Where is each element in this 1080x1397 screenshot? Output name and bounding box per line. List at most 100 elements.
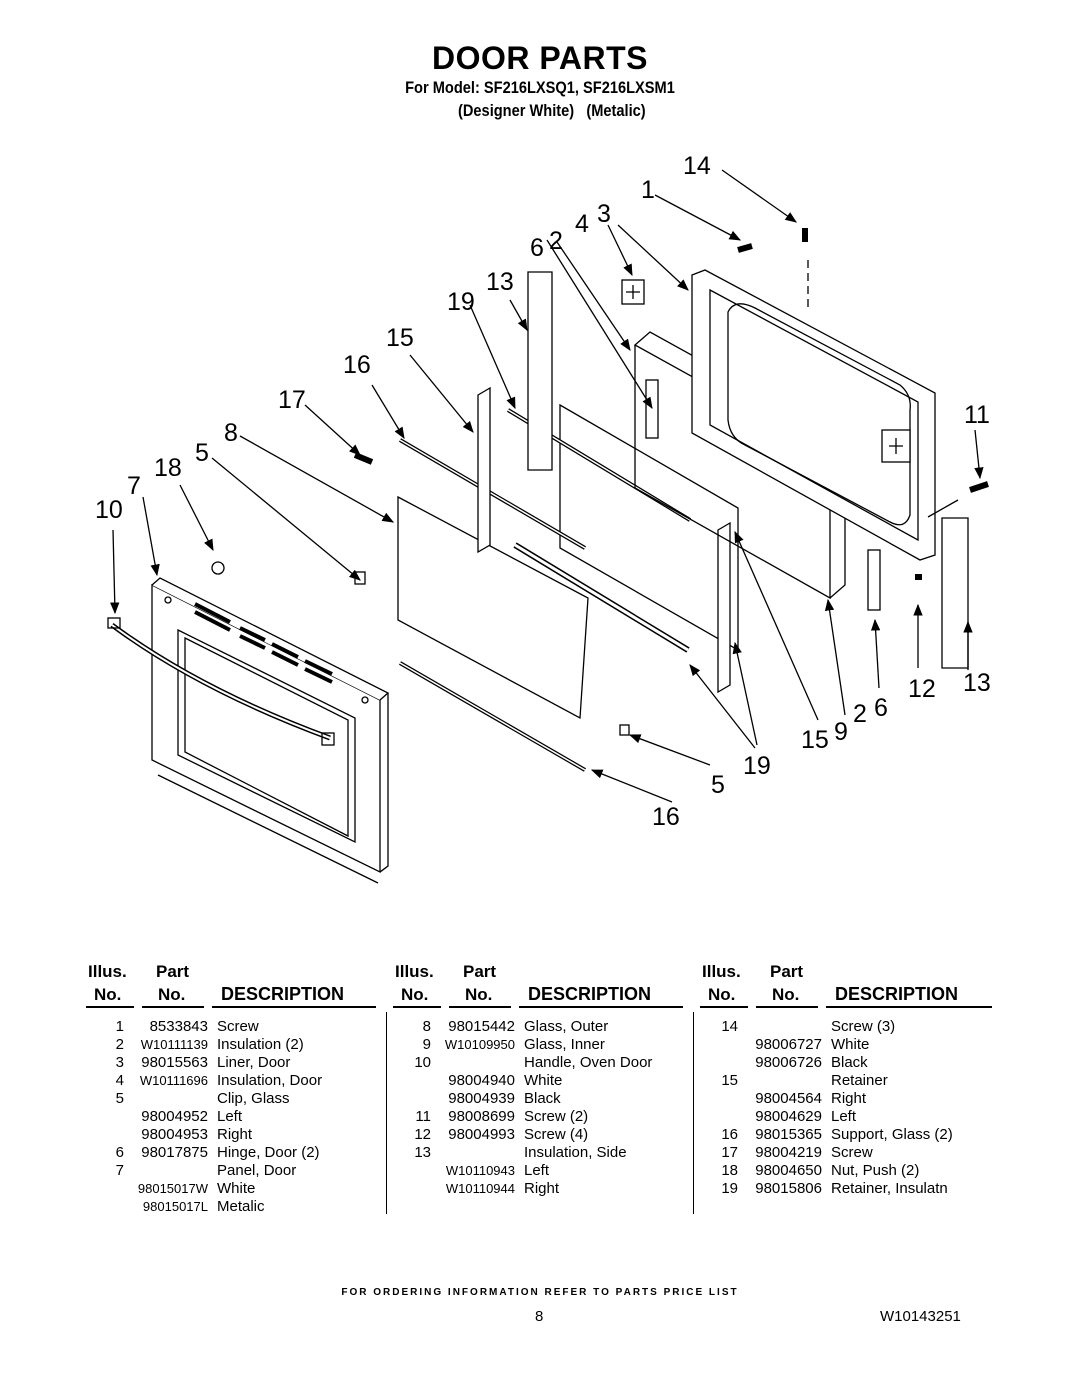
callout-numbers: 14 1 4 3 6 2 13 19 15 16 17 11 8 5 18 7 … (95, 152, 991, 831)
part-description: Right (831, 1090, 867, 1107)
illus-number: 6 (115, 1144, 124, 1161)
illus-number: 17 (721, 1144, 738, 1161)
finish-line: (Designer White) (Metalic) (458, 101, 646, 120)
header-illus: Illus. (88, 962, 127, 981)
illus-number: 8 (422, 1018, 431, 1035)
part-number: W10111696 (139, 1073, 208, 1088)
part-description: Liner, Door (217, 1054, 291, 1071)
part-number: 98004940 (448, 1072, 515, 1089)
part-number: 98017875 (141, 1144, 208, 1161)
callout-6: 6 (530, 234, 544, 262)
callout-15: 15 (386, 324, 414, 352)
illus-number: 10 (414, 1054, 431, 1071)
callout-2: 2 (549, 227, 563, 255)
callout-19: 19 (447, 288, 475, 316)
door-liner-drawing (621, 269, 936, 561)
part-number: W10111139 (140, 1037, 208, 1052)
part-description: Left (524, 1162, 550, 1179)
header-part: Part (770, 962, 804, 981)
header-part: Part (156, 962, 190, 981)
part-description: Insulation (2) (217, 1036, 304, 1053)
part-number: 98008699 (448, 1108, 515, 1125)
part-number: W10110944 (445, 1181, 515, 1196)
callout-16b: 16 (652, 803, 680, 831)
part-number: 8533843 (149, 1018, 208, 1035)
part-number: 98015017W (137, 1181, 208, 1196)
callout-4: 4 (575, 210, 589, 238)
document-number: W10143251 (880, 1308, 961, 1325)
callout-16: 16 (343, 351, 371, 379)
header-description: DESCRIPTION (835, 984, 959, 1004)
part-description: Retainer, Insulatn (831, 1180, 948, 1197)
door-panel-drawing (151, 577, 390, 884)
illus-number: 15 (721, 1072, 738, 1089)
illus-number: 11 (415, 1108, 431, 1125)
part-description: Retainer (831, 1072, 888, 1089)
illus-number: 18 (721, 1162, 738, 1179)
part-description: Left (217, 1108, 243, 1125)
part-description: Screw (831, 1144, 873, 1161)
callout-19b: 19 (743, 752, 771, 780)
callout-11: 11 (964, 401, 990, 429)
exploded-parts-diagram: 14 1 4 3 6 2 13 19 15 16 17 11 8 5 18 7 … (95, 152, 991, 884)
illus-number: 19 (721, 1180, 738, 1197)
callout-15b: 15 (801, 726, 829, 754)
part-number: 98015806 (755, 1180, 822, 1197)
part-description: Screw (3) (831, 1018, 896, 1035)
header-part-no: No. (465, 985, 493, 1004)
part-description: Black (831, 1054, 868, 1071)
part-description: Hinge, Door (2) (217, 1144, 320, 1161)
header-illus-no: No. (708, 985, 736, 1004)
illus-number: 16 (721, 1126, 738, 1143)
part-description: Panel, Door (217, 1162, 297, 1179)
part-number: 98004219 (755, 1144, 822, 1161)
illus-number: 2 (115, 1036, 124, 1053)
column-divider (693, 1012, 694, 1214)
illus-number: 1 (115, 1018, 124, 1035)
callout-7: 7 (127, 472, 141, 500)
screw-drawing (353, 228, 989, 580)
callout-14: 14 (683, 152, 711, 180)
part-description: Clip, Glass (217, 1090, 290, 1107)
callout-13: 13 (486, 268, 514, 296)
callout-5: 5 (195, 439, 209, 467)
retainer-right-drawing (717, 521, 731, 694)
callout-5b: 5 (711, 771, 725, 799)
illus-number: 7 (115, 1162, 124, 1179)
push-nut-drawing (211, 561, 225, 575)
glass-clip-drawing (354, 571, 366, 585)
ordering-note: FOR ORDERING INFORMATION REFER TO PARTS … (341, 1287, 739, 1298)
illus-number: 13 (414, 1144, 431, 1161)
part-number: 98015563 (141, 1054, 208, 1071)
part-number: 98004564 (755, 1090, 822, 1107)
door-handle-drawing (107, 617, 335, 746)
callout-8: 8 (224, 419, 238, 447)
part-description: Handle, Oven Door (524, 1054, 653, 1071)
page-number: 8 (535, 1308, 544, 1325)
illus-number: 12 (414, 1126, 431, 1143)
callout-6b: 6 (874, 694, 888, 722)
part-number: 98015442 (448, 1018, 515, 1035)
part-description: Left (831, 1108, 857, 1125)
header-illus: Illus. (702, 962, 741, 981)
part-number: 98004939 (448, 1090, 515, 1107)
illus-number: 14 (721, 1018, 738, 1035)
part-description: Metalic (217, 1198, 265, 1215)
part-number: 98004629 (755, 1108, 822, 1125)
header-description: DESCRIPTION (221, 984, 345, 1004)
illus-number: 5 (115, 1090, 124, 1107)
callout-9: 9 (834, 718, 848, 746)
page-title: DOOR PARTS (432, 40, 648, 76)
part-number: 98015017L (142, 1199, 208, 1214)
part-description: Support, Glass (2) (831, 1126, 953, 1143)
part-description: Glass, Outer (524, 1018, 609, 1035)
header-part: Part (463, 962, 497, 981)
part-description: Glass, Inner (524, 1036, 605, 1053)
callout-10: 10 (95, 496, 123, 524)
callout-3: 3 (597, 200, 611, 228)
callout-17: 17 (278, 386, 306, 414)
part-number: W10109950 (444, 1037, 515, 1052)
callout-13b: 13 (963, 669, 991, 697)
